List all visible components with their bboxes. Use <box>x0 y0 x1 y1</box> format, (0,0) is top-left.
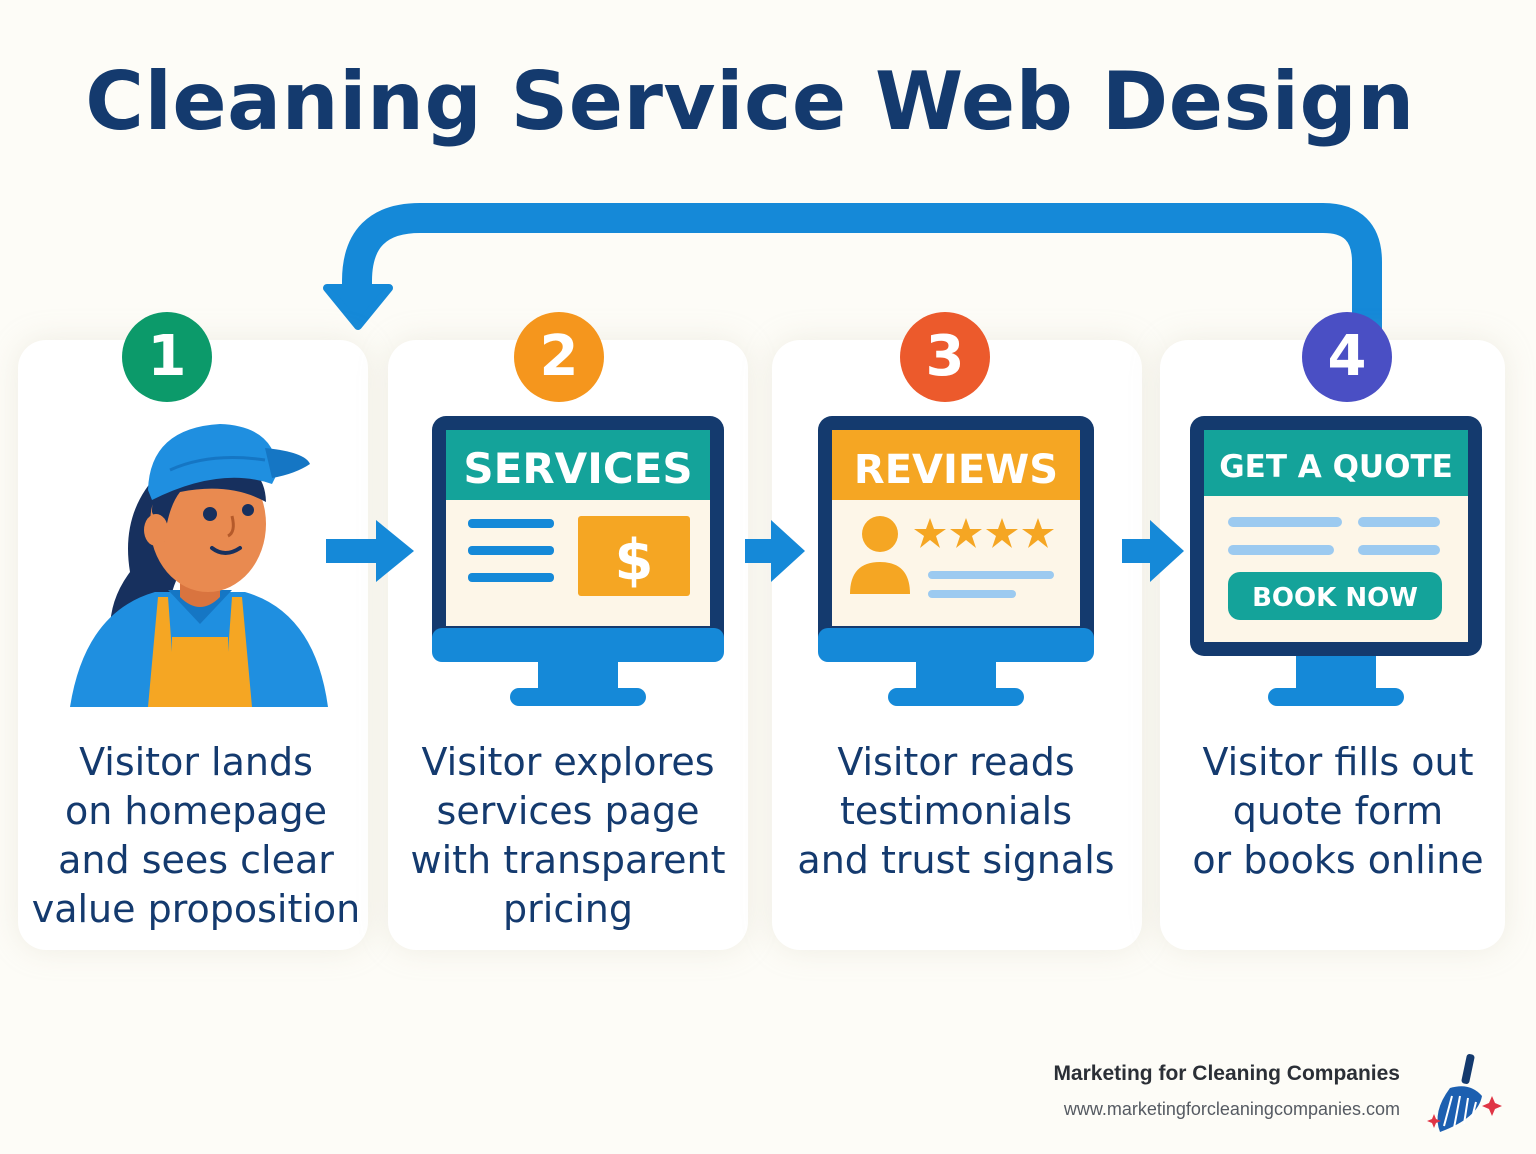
step-line: or books online <box>1192 838 1484 882</box>
right-arrow-icon <box>745 520 805 582</box>
reviews-monitor: REVIEWS <box>818 416 1094 706</box>
services-header: SERVICES <box>463 444 692 493</box>
quote-header: GET A QUOTE <box>1219 449 1453 485</box>
footer-brand: Marketing for Cleaning Companies <box>1053 1062 1400 1085</box>
step-line: testimonials <box>839 789 1073 833</box>
step-line: Visitor explores <box>421 740 715 784</box>
step-description-3: Visitor reads testimonials and trust sig… <box>766 738 1146 885</box>
right-arrow-icon <box>326 520 414 582</box>
loop-back-arrow-icon <box>323 203 1382 330</box>
star-icon <box>914 518 1054 548</box>
step-line: and sees clear <box>58 838 334 882</box>
broom-icon <box>1427 1054 1502 1132</box>
cleaner-avatar-icon <box>70 424 328 707</box>
step-line: Visitor lands <box>79 740 313 784</box>
user-icon <box>850 516 910 594</box>
step-badge-1: 1 <box>122 312 212 402</box>
page-title: Cleaning Service Web Design <box>85 55 1415 148</box>
step-line: Visitor fills out <box>1202 740 1474 784</box>
services-monitor: SERVICES $ <box>432 416 724 706</box>
step-line: pricing <box>503 887 633 931</box>
step-line: quote form <box>1232 789 1444 833</box>
step-line: with transparent <box>410 838 726 882</box>
right-arrow-icon <box>1122 520 1184 582</box>
step-line: Visitor reads <box>837 740 1075 784</box>
reviews-header: REVIEWS <box>854 447 1058 493</box>
step-badge-4: 4 <box>1302 312 1392 402</box>
step-description-4: Visitor fills out quote form or books on… <box>1148 738 1528 885</box>
quote-monitor: GET A QUOTE BOOK NOW <box>1190 416 1482 706</box>
step-line: services page <box>436 789 700 833</box>
step-line: and trust signals <box>797 838 1115 882</box>
sparkle-icon <box>1427 1096 1502 1128</box>
price-symbol: $ <box>615 528 654 593</box>
book-now-label: BOOK NOW <box>1252 583 1418 613</box>
step-description-1: Visitor lands on homepage and sees clear… <box>6 738 386 934</box>
book-now-button <box>1228 572 1442 620</box>
footer-url[interactable]: www.marketingforcleaningcompanies.com <box>1063 1099 1400 1119</box>
step-badge-3: 3 <box>900 312 990 402</box>
step-line: on homepage <box>64 789 328 833</box>
step-description-2: Visitor explores services page with tran… <box>378 738 758 934</box>
step-badge-2: 2 <box>514 312 604 402</box>
step-line: value proposition <box>31 887 361 931</box>
